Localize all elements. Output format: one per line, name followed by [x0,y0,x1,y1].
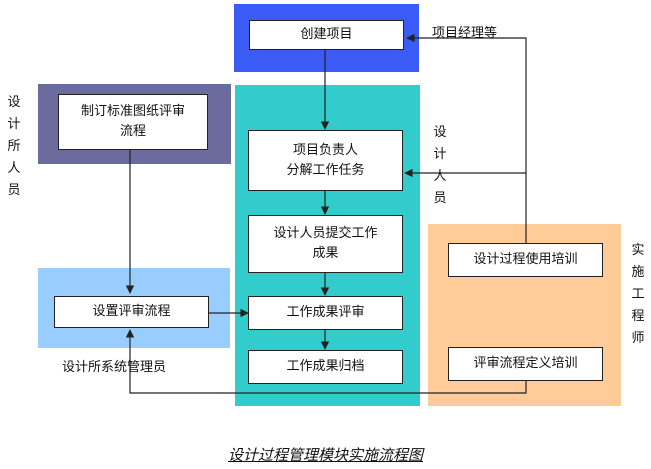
system-admin-label: 设计所系统管理员 [62,360,167,375]
diagram-caption: 设计过程管理模块实施流程图 [227,446,423,464]
standard-review-text-2: 流程 [119,124,146,139]
result-review-node: 工作成果评审 [248,296,403,330]
setup-review-node: 设置评审流程 [54,296,209,328]
decompose-task-node: 项目负责人 分解工作任务 [248,130,403,191]
result-archive-node: 工作成果归档 [248,350,403,384]
usage-training-text: 设计过程使用培训 [473,252,578,267]
create-project-node: 创建项目 [249,20,404,50]
review-training-text: 评审流程定义培训 [473,356,578,371]
decompose-text-1: 项目负责人 [292,142,358,158]
create-project-text: 创建项目 [300,27,353,42]
result-review-text: 工作成果评审 [286,305,365,320]
arrow-review-training-to-setup [125,329,527,394]
submit-text-1: 设计人员提交工作 [273,226,378,241]
standard-review-node: 制订标准图纸评审 流程 [58,94,208,150]
designers-mid-label: 设计人员 [433,125,447,206]
submit-text-2: 成果 [312,246,339,261]
setup-review-text: 设置评审流程 [92,304,171,319]
designers-left-label: 设计所人员 [7,95,21,198]
standard-review-text-1: 制订标准图纸评审 [80,104,185,119]
decompose-text-2: 分解工作任务 [286,162,365,178]
project-manager-label: 项目经理等 [432,26,498,41]
review-training-node: 评审流程定义培训 [448,347,603,381]
submit-result-node: 设计人员提交工作 成果 [248,215,403,273]
implementation-engineer-label: 实施工程师 [631,243,645,346]
arrow-training-to-create [406,33,527,243]
result-archive-text: 工作成果归档 [286,359,365,374]
usage-training-node: 设计过程使用培训 [448,243,603,277]
